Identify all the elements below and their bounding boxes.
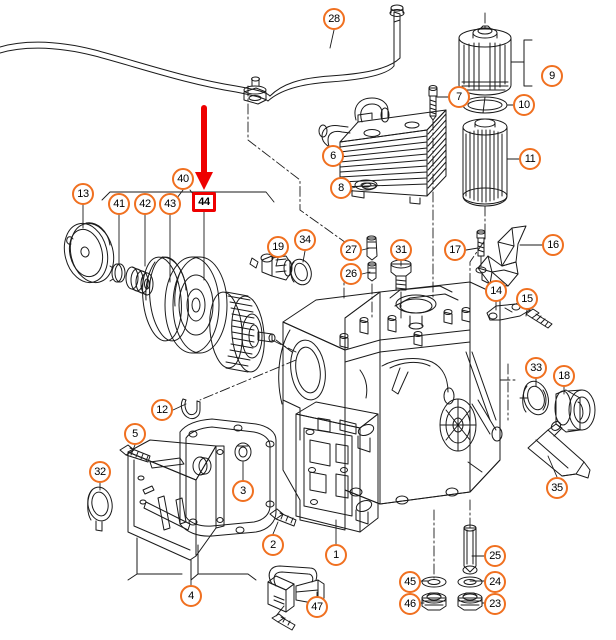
callout-34[interactable]: 34 (294, 229, 316, 251)
callout-45[interactable]: 45 (399, 571, 421, 593)
callout-24[interactable]: 24 (484, 571, 506, 593)
callout-4[interactable]: 4 (180, 585, 202, 607)
part-34-sealing-washer (290, 258, 312, 286)
part-25-oil-level-tube (462, 524, 478, 575)
callout-47[interactable]: 47 (306, 596, 328, 618)
callout-40[interactable]: 40 (172, 168, 194, 190)
part-11-filter-element (462, 118, 508, 207)
part-23-drain-plug (457, 592, 483, 611)
part-19-sensor-plug (249, 253, 293, 281)
part-3-sealing-ring (234, 442, 252, 462)
part-4-oil-pan (127, 418, 277, 581)
part-1-transmission-housing (278, 281, 503, 533)
part-45-plug-seal (421, 576, 447, 588)
assembly-axes (199, 12, 537, 579)
callout-28[interactable]: 28 (323, 8, 345, 30)
callout-32[interactable]: 32 (89, 461, 111, 483)
callout-27[interactable]: 27 (340, 239, 362, 261)
callout-11[interactable]: 11 (519, 148, 541, 170)
callout-23[interactable]: 23 (484, 593, 506, 615)
callout-35[interactable]: 35 (546, 477, 568, 499)
callout-31[interactable]: 31 (390, 239, 412, 261)
part-9-filter-housing (458, 25, 533, 96)
callout-41[interactable]: 41 (108, 193, 130, 215)
part-18-output-flange-seal (554, 389, 596, 433)
leader-lines (82, 29, 565, 609)
callout-10[interactable]: 10 (513, 94, 535, 116)
part-15-bolt (525, 308, 553, 329)
callout-2[interactable]: 2 (262, 534, 284, 556)
callout-43[interactable]: 43 (159, 193, 181, 215)
part-47-wiring-connector (267, 565, 325, 631)
callout-5[interactable]: 5 (124, 423, 146, 445)
callout-33[interactable]: 33 (525, 357, 547, 379)
callout-7[interactable]: 7 (448, 86, 470, 108)
part-44-clutch-pack (164, 256, 228, 354)
callout-46[interactable]: 46 (399, 593, 421, 615)
part-5-bolt (119, 444, 151, 463)
callout-14[interactable]: 14 (485, 280, 507, 302)
part-7-bolt (428, 85, 438, 121)
callout-13[interactable]: 13 (72, 183, 94, 205)
callout-17[interactable]: 17 (444, 239, 466, 261)
part-41-circlip (109, 263, 126, 283)
callout-15[interactable]: 15 (516, 288, 538, 310)
callout-19[interactable]: 19 (267, 236, 289, 258)
callout-6[interactable]: 6 (322, 145, 344, 167)
part-26-dowel-pin-small (367, 261, 377, 282)
part-32-shaft-seal (87, 486, 113, 532)
part-12-retaining-clip (180, 398, 201, 420)
callout-12[interactable]: 12 (151, 399, 173, 421)
part-42-spring-washer (125, 266, 154, 296)
part-8-oil-cooler-seal (354, 179, 378, 191)
part-35-sealant-tube (527, 421, 591, 479)
callout-3[interactable]: 3 (232, 480, 254, 502)
callout-26[interactable]: 26 (340, 263, 362, 285)
callout-8[interactable]: 8 (330, 177, 352, 199)
part-24-plug-seal (457, 576, 483, 588)
callout-18[interactable]: 18 (553, 365, 575, 387)
callout-16[interactable]: 16 (542, 234, 564, 256)
part-17-bolt (476, 229, 486, 257)
part-33-radial-shaft-seal (522, 380, 549, 416)
callout-44-highlighted[interactable]: 44 (192, 192, 216, 212)
callout-25[interactable]: 25 (484, 545, 506, 567)
callout-42[interactable]: 42 (134, 193, 156, 215)
highlight-arrow-44 (195, 105, 213, 190)
part-13-converter-cover (63, 222, 115, 284)
part-40-input-shaft-assembly (209, 291, 293, 373)
part-2-bolts (269, 508, 297, 527)
part-28-oil-cooler-line (0, 4, 405, 105)
part-46-filler-plug (421, 592, 447, 611)
callout-9[interactable]: 9 (541, 65, 563, 87)
callout-1[interactable]: 1 (325, 544, 347, 566)
